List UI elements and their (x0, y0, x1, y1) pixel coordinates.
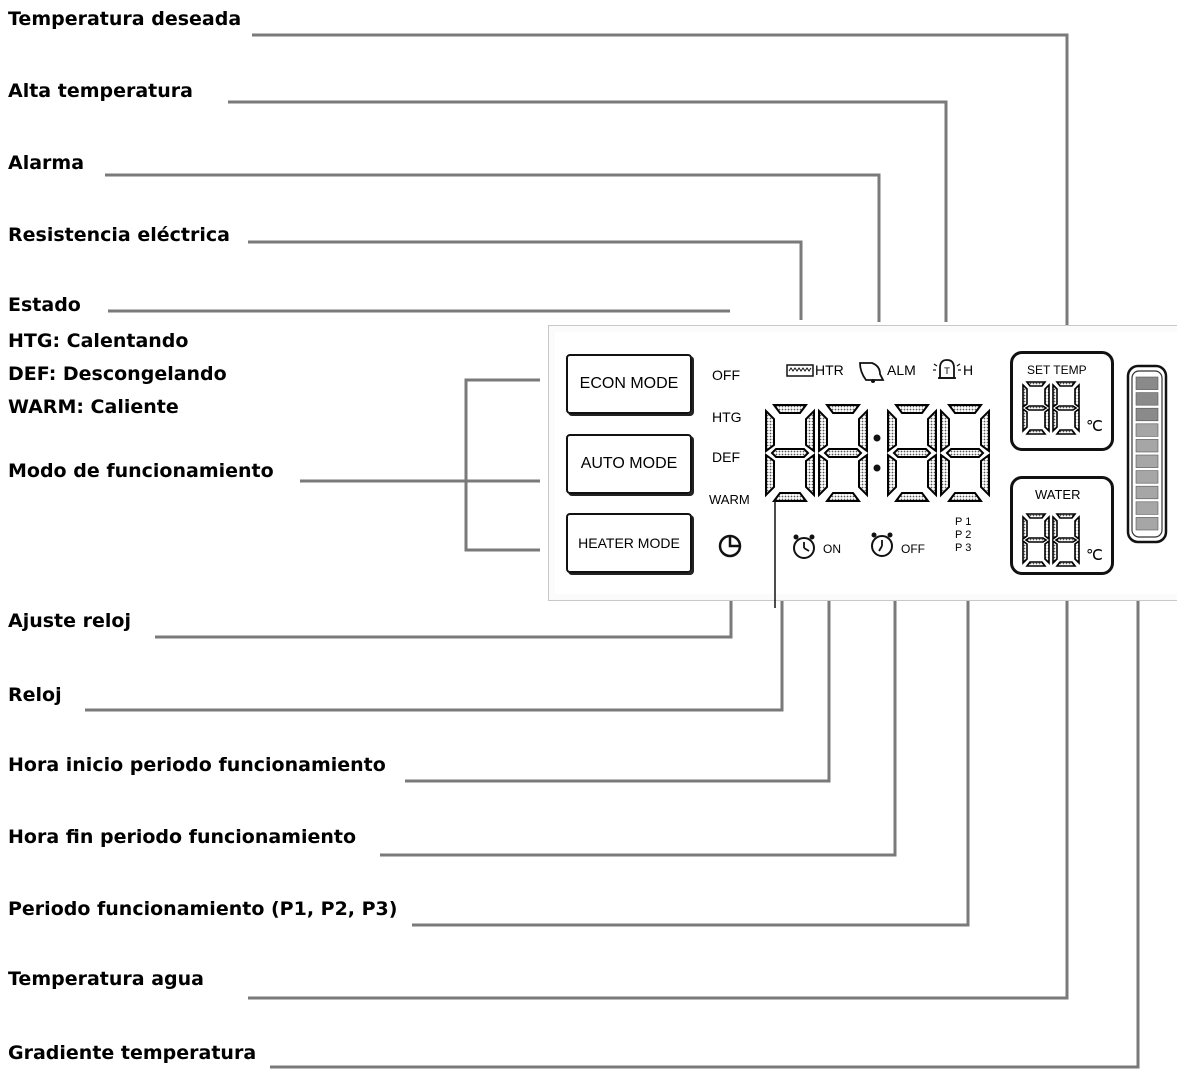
label-temperatura-deseada: Temperatura deseada (8, 8, 242, 30)
heater-mode-button[interactable]: HEATER MODE (566, 513, 692, 573)
status-warm: WARM (709, 492, 750, 507)
leader-periodo (412, 600, 970, 927)
timer-on-label: ON (823, 542, 841, 556)
water-temp-box (1010, 476, 1114, 575)
alm-label: ALM (887, 362, 916, 378)
bell-icon (859, 362, 885, 383)
gradient-segment (1135, 407, 1159, 422)
heater-icon (786, 364, 814, 377)
gradient-segment (1135, 423, 1159, 437)
leader-ajuste-reloj (155, 600, 733, 639)
h-label: H (963, 362, 974, 378)
set-temp-box (1010, 351, 1114, 451)
label-resistencia: Resistencia eléctrica (8, 224, 230, 246)
high-temp-alarm-icon: T (933, 359, 961, 379)
label-reloj: Reloj (8, 684, 62, 706)
label-hora-fin: Hora fin periodo funcionamiento (8, 826, 357, 848)
water-temp-digits (1022, 513, 1080, 567)
period-p1: P 1 (955, 516, 972, 528)
label-hora-inicio: Hora inicio periodo funcionamiento (8, 754, 386, 776)
set-temp-digits (1022, 381, 1080, 435)
clock-pointer-line (774, 500, 776, 608)
leader-resistencia (248, 240, 803, 320)
label-alta-temperatura: Alta temperatura (8, 80, 193, 102)
set-temp-unit: ℃ (1086, 418, 1103, 435)
label-alarma: Alarma (8, 152, 85, 174)
water-temp-unit: ℃ (1086, 547, 1103, 564)
econ-mode-button[interactable]: ECON MODE (566, 354, 692, 414)
label-modo: Modo de funcionamiento (8, 460, 274, 482)
period-p3: P 3 (955, 542, 972, 554)
gradient-segment (1135, 392, 1159, 406)
status-htg: HTG (712, 409, 742, 425)
status-def: DEF (712, 449, 740, 465)
svg-text:T: T (943, 367, 950, 377)
label-def: DEF: Descongelando (8, 363, 227, 385)
water-title: WATER (1035, 487, 1081, 502)
set-temp-title: SET TEMP (1027, 363, 1087, 377)
leader-reloj (85, 600, 784, 712)
label-warm: WARM: Caliente (8, 396, 179, 418)
label-periodo: Periodo funcionamiento (P1, P2, P3) (8, 898, 398, 920)
temperature-gradient-bar (1126, 364, 1168, 544)
gradient-segment (1135, 454, 1159, 468)
period-p2: P 2 (955, 529, 972, 541)
leader-gradiente (270, 600, 1140, 1069)
label-temperatura-agua: Temperatura agua (8, 968, 204, 990)
status-off: OFF (712, 367, 740, 383)
alarm-clock-on-icon (793, 534, 815, 559)
clock-setting-icon (718, 534, 742, 558)
gradient-segment (1135, 517, 1159, 531)
leader-alarma (105, 173, 881, 322)
gradient-segment (1135, 439, 1159, 453)
gradient-segment (1135, 501, 1159, 515)
gradient-segment (1135, 485, 1159, 500)
label-ajuste-reloj: Ajuste reloj (8, 610, 131, 632)
leader-hora-fin (380, 600, 897, 857)
leader-hora-inicio (405, 600, 831, 783)
label-htg: HTG: Calentando (8, 330, 189, 352)
gradient-segment (1135, 470, 1159, 484)
main-clock-digits (765, 404, 990, 502)
leader-modo-bracket (464, 378, 540, 552)
htr-label: HTR (815, 362, 844, 378)
leader-temperatura-agua (248, 600, 1069, 1000)
gradient-segment (1135, 376, 1159, 390)
leader-temperatura-deseada (252, 33, 1069, 325)
auto-mode-button[interactable]: AUTO MODE (566, 434, 692, 494)
alarm-clock-off-icon (871, 532, 893, 557)
leader-alta-temperatura (228, 100, 948, 322)
timer-off-label: OFF (901, 542, 925, 556)
label-gradiente: Gradiente temperatura (8, 1042, 257, 1064)
label-estado: Estado (8, 294, 81, 316)
